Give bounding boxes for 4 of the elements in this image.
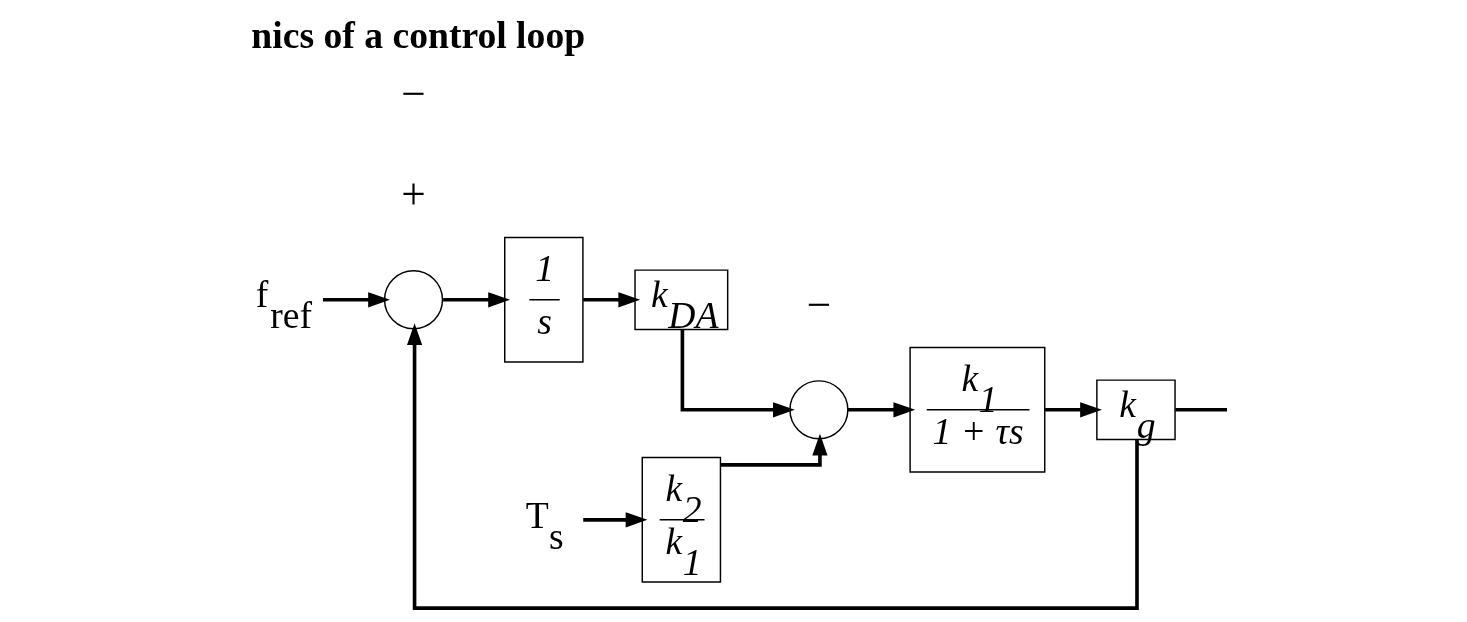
label: − xyxy=(400,68,426,117)
label: − xyxy=(806,280,831,329)
label: + xyxy=(400,170,426,219)
diagram-title: nics of a control loop xyxy=(250,14,585,57)
